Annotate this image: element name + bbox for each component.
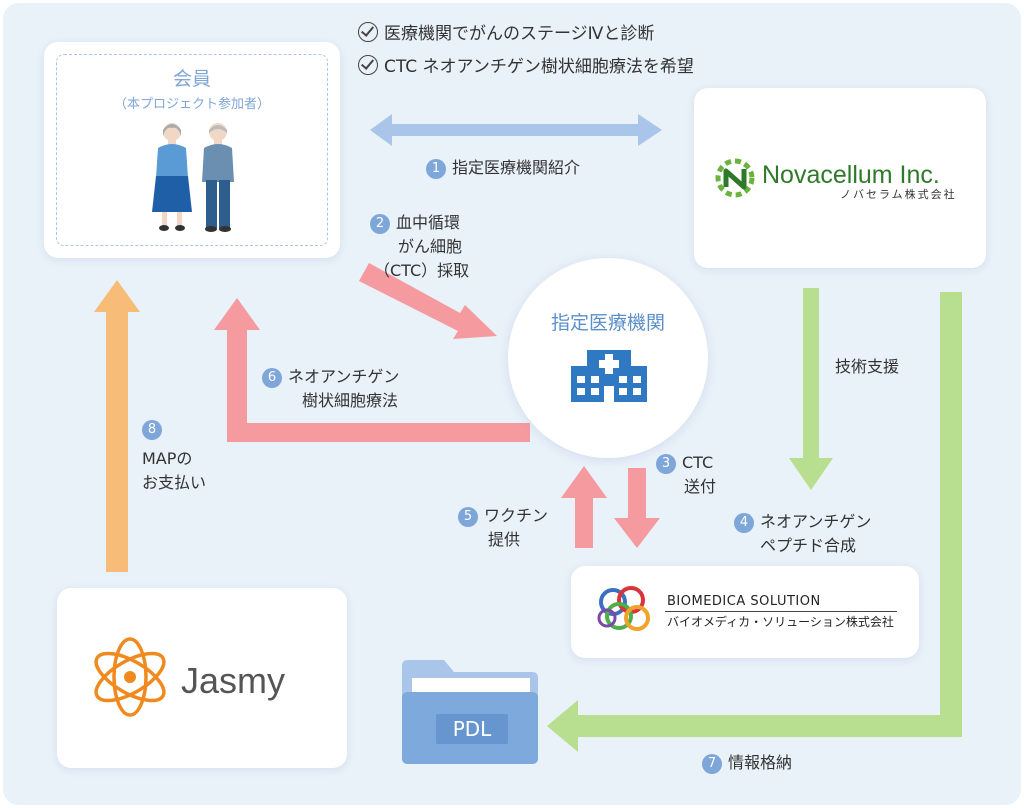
condition-text: 医療機関でがんのステージⅣと診断: [384, 24, 655, 44]
step-number-badge: 3: [656, 454, 676, 474]
hospital-circle: 指定医療機関: [508, 258, 708, 458]
arrow-step8-payment: [94, 280, 140, 572]
couple-icon: [152, 123, 234, 232]
member-subtitle: （本プロジェクト参加者）: [113, 97, 270, 112]
step-number-badge: 7: [702, 754, 722, 774]
arrow-step1-referral: [370, 114, 662, 146]
step-number-badge: 6: [262, 368, 282, 388]
folder-icon: [402, 660, 538, 764]
jasmy-logo-icon: [94, 637, 166, 717]
biomedica-card: BIOMEDICA SOLUTION バイオメディカ・ソリューション株式会社: [571, 566, 919, 658]
step2-line3: （CTC）採取: [374, 261, 470, 280]
checkmark-icon: [358, 22, 378, 42]
biomedica-name: BIOMEDICA SOLUTION: [667, 594, 821, 609]
arrow-step6-therapy: [214, 298, 530, 442]
novacellum-card: Novacellum Inc. ノバセラム株式会社: [694, 88, 986, 268]
step6-label: 6 ネオアンチゲン: [262, 366, 399, 388]
condition-text: CTC ネオアンチゲン樹状細胞療法を希望: [384, 57, 694, 77]
arrow-tech-support: [789, 288, 833, 490]
novacellum-logo-icon: [715, 158, 755, 198]
step-text: ネオアンチゲン: [288, 367, 400, 386]
member-card: 会員 （本プロジェクト参加者）: [44, 42, 340, 258]
step-number-badge: 2: [370, 214, 390, 234]
step2-line2: がん細胞: [398, 237, 463, 256]
biomedica-kana: バイオメディカ・ソリューション株式会社: [667, 615, 894, 629]
step-text: 血中循環: [396, 213, 461, 232]
biomedica-rings-icon: [597, 586, 650, 631]
folder-label: PDL: [452, 717, 492, 741]
hospital-icon: [571, 350, 647, 402]
step-text: ワクチン: [484, 506, 549, 525]
step-number-badge: 8: [142, 420, 162, 440]
condition-stage4: 医療機関でがんのステージⅣと診断: [358, 22, 654, 46]
step6-line2: 樹状細胞療法: [302, 391, 399, 410]
member-card-border: [56, 54, 328, 246]
step5-label: 5 ワクチン: [458, 505, 548, 527]
arrow-step3-ctc-send: [614, 468, 660, 548]
step-text: 情報格納: [728, 753, 793, 772]
checkmark-icon: [358, 55, 378, 75]
arrow-step5-vaccine: [561, 466, 607, 548]
step-text: 指定医療機関紹介: [452, 158, 581, 177]
hospital-label: 指定医療機関: [550, 312, 665, 334]
arrow-step2-ctc-collection: [359, 263, 497, 339]
biomedica-underline: [665, 611, 897, 612]
jasmy-card: Jasmy: [57, 588, 347, 768]
step4-label: 4 ネオアンチゲン: [734, 511, 871, 533]
step8-badge-line: 8: [142, 418, 168, 440]
step8-line2: お支払い: [142, 473, 207, 492]
jasmy-name: Jasmy: [181, 660, 286, 701]
novacellum-kana: ノバセラム株式会社: [840, 188, 957, 201]
novacellum-name: Novacellum Inc.: [762, 161, 940, 189]
step-text: ネオアンチゲン: [760, 512, 872, 531]
step-number-badge: 1: [426, 159, 446, 179]
step2-label: 2 血中循環: [370, 212, 460, 234]
step5-line2: 提供: [488, 530, 521, 549]
step3-label: 3 CTC: [656, 452, 713, 474]
tech-support-label: 技術支援: [835, 357, 900, 376]
step1-label: 1 指定医療機関紹介: [426, 157, 580, 179]
step7-label: 7 情報格納: [702, 752, 792, 774]
step8-line1: MAPの: [142, 449, 193, 468]
step-number-badge: 5: [458, 507, 478, 527]
step3-line2: 送付: [684, 477, 717, 496]
condition-therapy-wish: CTC ネオアンチゲン樹状細胞療法を希望: [358, 55, 694, 79]
step4-line2: ペプチド合成: [760, 536, 857, 555]
step-number-badge: 4: [734, 513, 754, 533]
member-title: 会員: [172, 68, 211, 90]
step-text: CTC: [682, 453, 714, 472]
